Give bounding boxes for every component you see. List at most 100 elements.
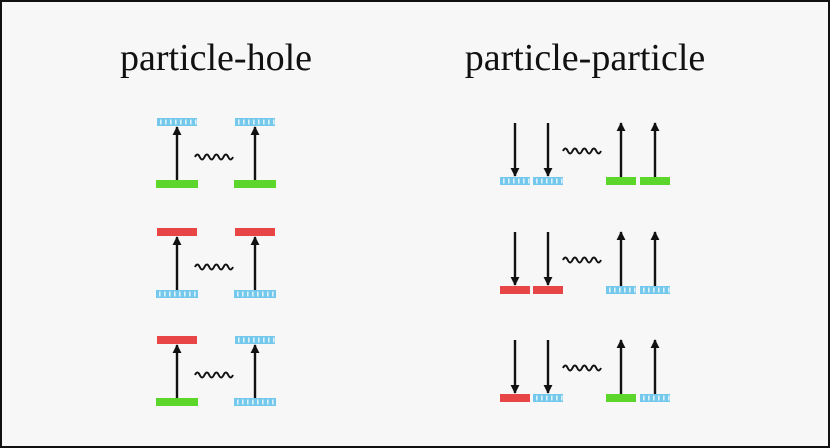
level-stripe xyxy=(237,291,239,297)
level-stripe xyxy=(619,287,621,293)
level-stripe xyxy=(170,119,172,125)
red-level xyxy=(157,228,197,236)
level-stripe xyxy=(180,119,182,125)
level-stripe xyxy=(258,337,260,343)
level-stripe xyxy=(258,119,260,125)
blue-level xyxy=(606,286,636,294)
level-stripe xyxy=(648,287,650,293)
level-stripe xyxy=(242,291,244,297)
blue-level xyxy=(235,118,275,126)
level-stripe xyxy=(609,287,611,293)
blue-level xyxy=(533,177,563,185)
blue-level xyxy=(234,398,276,406)
level-stripe xyxy=(267,399,269,405)
blue-level xyxy=(640,286,670,294)
level-stripe xyxy=(237,399,239,405)
red-level xyxy=(500,286,530,294)
level-stripe xyxy=(503,178,505,184)
level-stripe xyxy=(551,178,553,184)
blue-level xyxy=(533,394,563,402)
blue-level xyxy=(235,336,275,344)
level-stripe xyxy=(272,291,274,297)
level-stripe xyxy=(238,119,240,125)
particle-particle-title: particle-particle xyxy=(464,37,706,79)
level-stripe xyxy=(614,287,616,293)
level-stripe xyxy=(273,337,275,343)
interaction-wave xyxy=(194,371,234,379)
interaction-wave xyxy=(562,256,602,264)
level-stripe xyxy=(263,119,265,125)
level-stripe xyxy=(629,287,631,293)
level-stripe xyxy=(541,395,543,401)
level-stripe xyxy=(653,287,655,293)
level-stripe xyxy=(551,395,553,401)
level-stripe xyxy=(546,395,548,401)
level-stripe xyxy=(561,178,563,184)
particle-hole-title: particle-hole xyxy=(119,37,313,79)
level-stripe xyxy=(643,395,645,401)
blue-level xyxy=(500,177,530,185)
level-stripe xyxy=(556,178,558,184)
red-level xyxy=(500,394,530,402)
level-stripe xyxy=(185,119,187,125)
blue-level xyxy=(156,290,198,298)
level-stripe xyxy=(643,287,645,293)
green-level xyxy=(606,394,636,402)
red-level xyxy=(157,336,197,344)
level-stripe xyxy=(242,399,244,405)
level-stripe xyxy=(238,337,240,343)
level-stripe xyxy=(263,337,265,343)
level-stripe xyxy=(523,178,525,184)
level-stripe xyxy=(663,395,665,401)
level-stripe xyxy=(668,287,670,293)
level-stripe xyxy=(252,399,254,405)
blue-level xyxy=(234,290,276,298)
level-stripe xyxy=(257,399,259,405)
level-stripe xyxy=(518,178,520,184)
level-stripe xyxy=(159,291,161,297)
level-stripe xyxy=(243,119,245,125)
level-stripe xyxy=(184,291,186,297)
level-stripe xyxy=(508,178,510,184)
level-stripe xyxy=(262,399,264,405)
level-stripe xyxy=(556,395,558,401)
level-stripe xyxy=(253,119,255,125)
level-stripe xyxy=(561,395,563,401)
interaction-wave xyxy=(194,263,234,271)
level-stripe xyxy=(175,119,177,125)
green-level xyxy=(156,398,198,406)
green-level xyxy=(640,177,670,185)
level-stripe xyxy=(248,119,250,125)
level-stripe xyxy=(267,291,269,297)
interaction-wave xyxy=(194,153,234,161)
level-stripe xyxy=(262,291,264,297)
level-stripe xyxy=(189,291,191,297)
interaction-wave xyxy=(562,147,602,155)
level-stripe xyxy=(195,119,197,125)
level-stripe xyxy=(658,395,660,401)
interaction-wave xyxy=(562,364,602,372)
red-level xyxy=(235,228,275,236)
level-stripe xyxy=(536,178,538,184)
level-stripe xyxy=(634,287,636,293)
level-stripe xyxy=(546,178,548,184)
green-level xyxy=(234,180,276,188)
level-stripe xyxy=(257,291,259,297)
level-stripe xyxy=(247,399,249,405)
level-stripe xyxy=(174,291,176,297)
level-stripe xyxy=(248,337,250,343)
level-stripe xyxy=(253,337,255,343)
level-stripe xyxy=(252,291,254,297)
level-stripe xyxy=(268,119,270,125)
green-level xyxy=(156,180,198,188)
blue-level xyxy=(157,118,197,126)
level-stripe xyxy=(658,287,660,293)
level-stripe xyxy=(668,395,670,401)
level-stripe xyxy=(194,291,196,297)
level-stripe xyxy=(648,395,650,401)
level-stripe xyxy=(268,337,270,343)
level-stripe xyxy=(528,178,530,184)
level-stripe xyxy=(190,119,192,125)
level-stripe xyxy=(179,291,181,297)
